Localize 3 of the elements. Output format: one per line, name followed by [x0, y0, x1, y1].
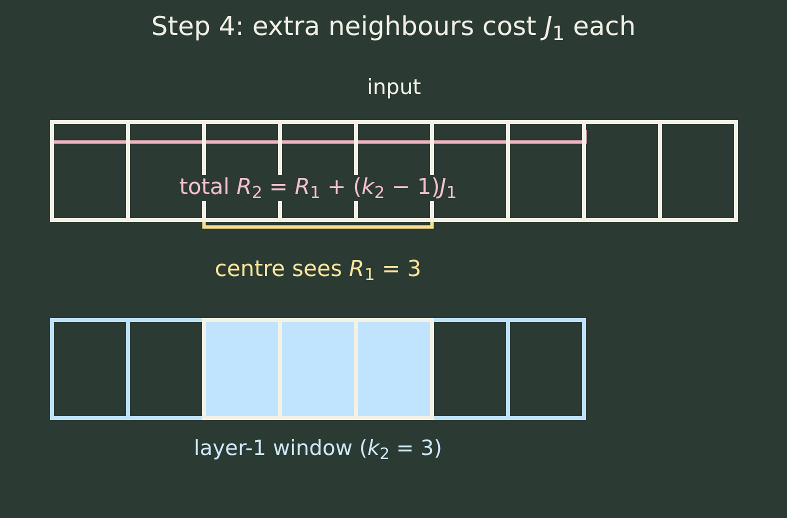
- diagram-title: Step 4: extra neighbours cost J$_{1}$ each: [151, 11, 636, 43]
- row-caption: layer-1 window (k$_{2}$ = 3): [194, 435, 442, 461]
- row-heading: input: [366, 74, 422, 100]
